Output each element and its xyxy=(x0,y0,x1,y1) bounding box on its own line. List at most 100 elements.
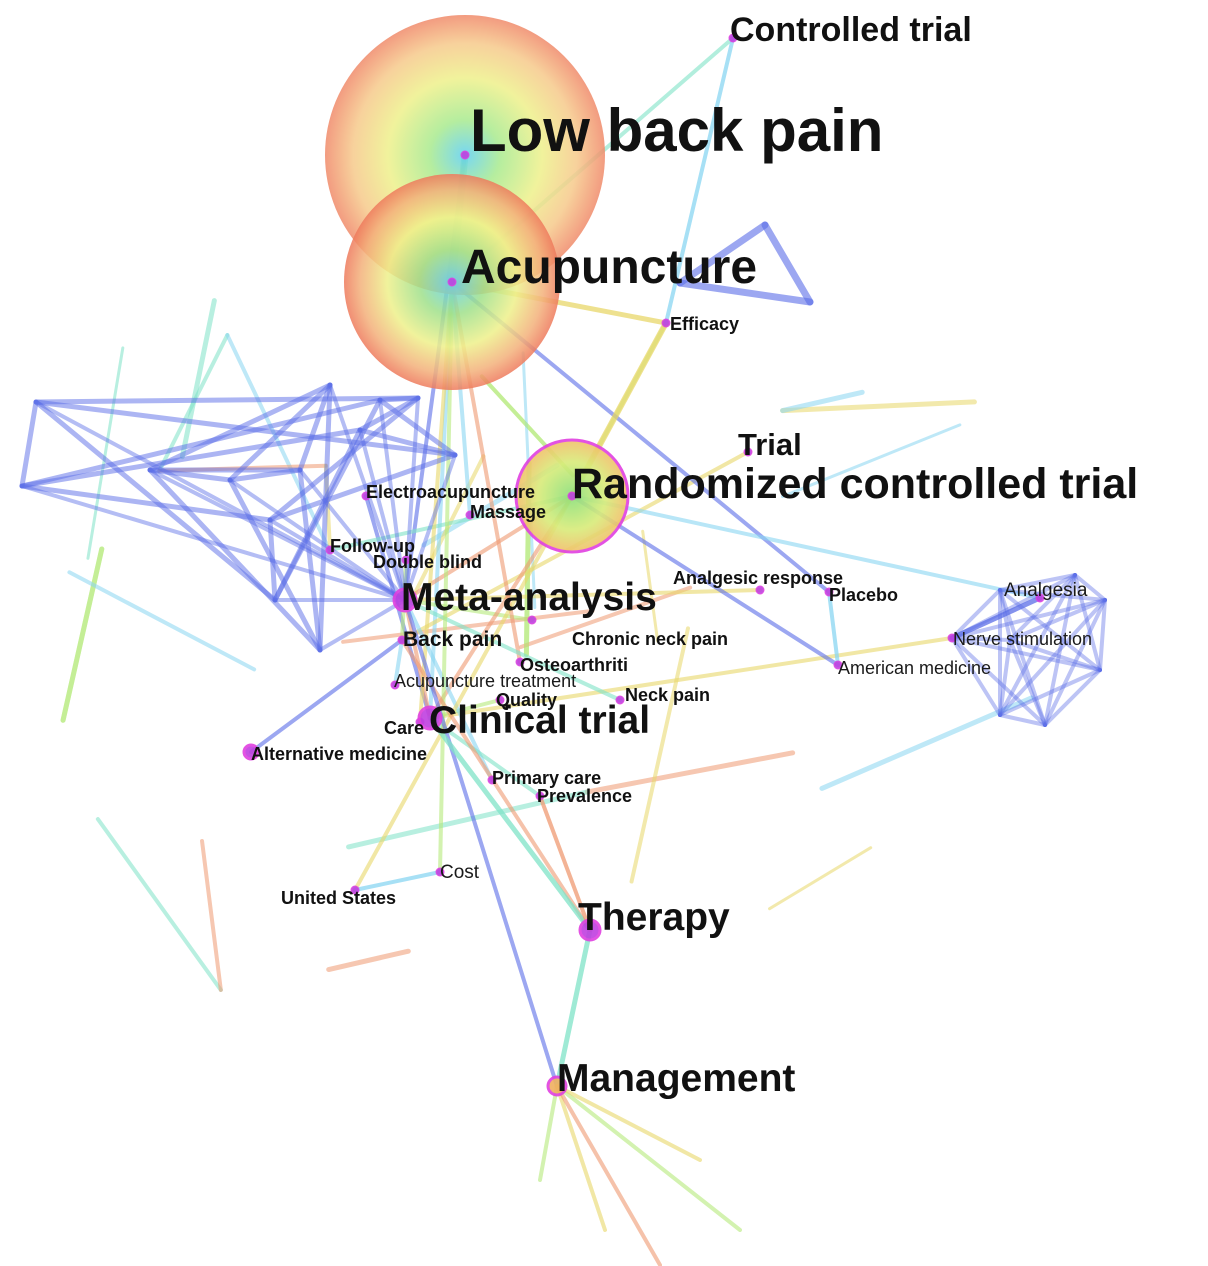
cluster-edge xyxy=(998,588,1102,672)
keyword-edge xyxy=(403,588,762,602)
structural-edge xyxy=(949,595,1043,641)
structural-edge xyxy=(827,590,840,667)
cluster-edge xyxy=(148,468,407,602)
node-placebo xyxy=(824,587,834,597)
node-acupuncture xyxy=(447,277,457,287)
cluster-edge xyxy=(998,573,1077,592)
node-chronic-neck-pain xyxy=(527,615,537,625)
label-back-pain: Back pain xyxy=(403,628,502,651)
management-edge xyxy=(555,1084,607,1232)
cluster-edge xyxy=(998,588,1047,727)
background-edge xyxy=(60,546,105,723)
label-acupuncture-treatment: Acupuncture treatment xyxy=(394,671,576,691)
keyword-edge xyxy=(393,638,404,687)
label-meta-analysis: Meta-analysis xyxy=(401,576,657,619)
node-analgesic-response xyxy=(755,585,765,595)
label-low-back-pain: Low back pain xyxy=(470,97,883,164)
cluster-edge xyxy=(377,397,458,458)
label-osteoarthriti: Osteoarthriti xyxy=(520,655,628,675)
background-edge xyxy=(780,389,865,414)
cluster-edge xyxy=(403,396,420,602)
node-american-medicine xyxy=(833,660,843,670)
label-therapy: Therapy xyxy=(578,896,730,939)
cluster-edge xyxy=(1098,598,1107,672)
label-electroacupuncture: Electroacupuncture xyxy=(366,482,535,502)
cluster-edge xyxy=(950,573,1077,640)
label-quality: Quality xyxy=(496,690,557,710)
cluster-edge xyxy=(950,636,1047,727)
label-chronic-neck-pain: Chronic neck pain xyxy=(572,629,728,649)
cluster-edge xyxy=(357,395,421,433)
cluster-edge xyxy=(20,484,407,602)
label-alternative-medicine: Alternative medicine xyxy=(251,744,427,764)
background-edge xyxy=(518,585,693,650)
node-nerve-stimulation xyxy=(947,633,957,643)
structural-edge xyxy=(554,927,593,1089)
structural-edge xyxy=(353,870,442,892)
cluster-edge xyxy=(147,467,323,653)
cluster-edge xyxy=(318,598,407,652)
cluster-edge xyxy=(297,467,323,653)
management-edge xyxy=(555,1084,702,1162)
cluster-edge xyxy=(998,668,1102,717)
cluster-edge xyxy=(19,397,383,489)
node-electroacupuncture xyxy=(361,491,371,501)
cluster-edge xyxy=(950,636,1002,717)
keyword-edge xyxy=(403,598,559,1088)
node-meta-analysis xyxy=(392,587,418,613)
cluster-edge xyxy=(1043,573,1077,727)
label-american-medicine: American medicine xyxy=(838,658,991,678)
cluster-edge xyxy=(268,518,407,602)
cluster-edge xyxy=(950,598,1107,640)
label-cost: Cost xyxy=(440,862,480,883)
cluster-edge xyxy=(298,468,407,602)
management-edge xyxy=(538,1084,559,1182)
cluster-edge xyxy=(19,427,363,489)
keyword-edge xyxy=(428,716,542,798)
node-osteoarthriti xyxy=(515,657,525,667)
management-edge xyxy=(555,1084,742,1232)
node-randomized-controlled-trial xyxy=(567,491,577,501)
node-neck-pain xyxy=(615,695,625,705)
cluster-edge xyxy=(950,588,1002,640)
cluster-edge xyxy=(272,427,363,603)
keyword-edge xyxy=(249,638,404,754)
label-trial: Trial xyxy=(738,427,802,462)
label-randomized-controlled-trial: Randomized controlled trial xyxy=(572,460,1138,508)
background-edge xyxy=(326,948,411,973)
cluster-edge xyxy=(228,478,407,602)
background-edge xyxy=(179,298,217,460)
cluster-edge xyxy=(19,399,39,489)
label-double-blind: Double blind xyxy=(373,552,482,572)
cluster-edge xyxy=(378,398,407,602)
label-nerve-stimulation: Nerve stimulation xyxy=(953,629,1092,649)
keyword-edge xyxy=(570,494,1042,600)
node-double-blind xyxy=(401,555,411,565)
label-primary-care: Primary care xyxy=(492,768,601,788)
label-care: Care xyxy=(384,718,424,738)
cluster-edge xyxy=(1043,598,1107,727)
cluster-edge xyxy=(1008,573,1077,642)
node-follow-up xyxy=(325,545,335,555)
label-management: Management xyxy=(557,1057,795,1100)
label-analgesia: Analgesia xyxy=(1004,580,1088,601)
background-edge xyxy=(67,570,257,672)
node-efficacy xyxy=(661,318,671,328)
management-edge xyxy=(555,1084,662,1266)
cluster-edge xyxy=(19,483,273,523)
cluster-edge xyxy=(403,453,457,602)
cluster-edge xyxy=(33,399,458,458)
background-edge xyxy=(819,695,1034,791)
background-edge xyxy=(641,529,660,643)
node-acupuncture-treatment xyxy=(390,680,400,690)
background-edge xyxy=(584,750,796,795)
label-prevalence: Prevalence xyxy=(537,786,632,806)
label-clinical-trial: Clinical trial xyxy=(429,699,650,742)
background-edge xyxy=(780,423,962,499)
node-trial xyxy=(743,447,753,457)
node-clinical-trial xyxy=(417,705,443,731)
label-placebo: Placebo xyxy=(829,585,898,605)
node-therapy xyxy=(578,918,602,942)
structural-edge xyxy=(427,715,593,933)
keyword-edge xyxy=(428,636,954,720)
